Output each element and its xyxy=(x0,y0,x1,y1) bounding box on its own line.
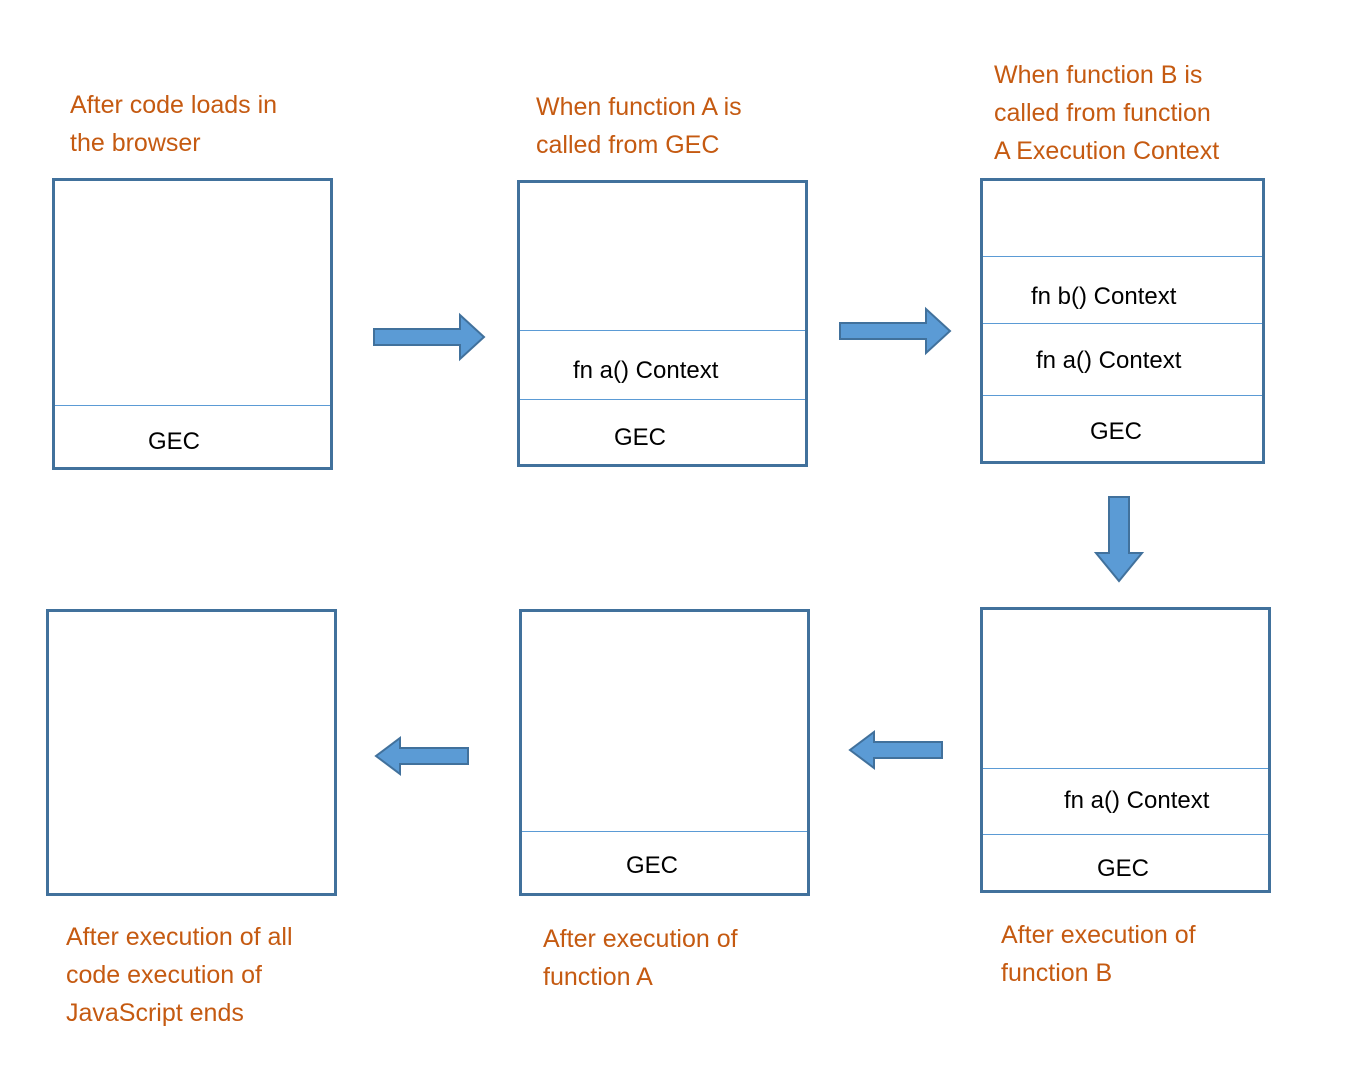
stage-6-stack xyxy=(46,609,337,896)
stage-4-stack: fn a() Context GEC xyxy=(980,607,1271,893)
caption-line: When function A is xyxy=(536,93,742,121)
frame-divider xyxy=(983,834,1268,835)
stage-5-caption: After execution of function A xyxy=(543,920,738,996)
frame-divider xyxy=(520,399,805,400)
frame-divider xyxy=(983,256,1262,257)
stage-5-stack: GEC xyxy=(519,609,810,896)
stage-1-caption: After code loads in the browser xyxy=(70,86,277,162)
arrow-right-icon xyxy=(839,306,952,356)
stage-3-caption: When function B is called from function … xyxy=(994,56,1219,170)
caption-line: called from GEC xyxy=(536,131,720,159)
arrow-down-icon xyxy=(1093,496,1145,583)
stage-6-caption: After execution of all code execution of… xyxy=(66,918,293,1032)
arrow-left-icon xyxy=(848,730,943,770)
caption-line: the browser xyxy=(70,129,201,157)
frame-gec: GEC xyxy=(148,428,201,455)
stage-2-stack: fn a() Context GEC xyxy=(517,180,808,467)
caption-line: After execution of xyxy=(543,925,738,953)
caption-line: JavaScript ends xyxy=(66,999,244,1027)
frame-fn-b-context: fn b() Context xyxy=(1031,283,1177,310)
caption-line: After execution of xyxy=(1001,921,1196,949)
stage-3-stack: fn b() Context fn a() Context GEC xyxy=(980,178,1265,464)
caption-line: A Execution Context xyxy=(994,137,1220,165)
frame-gec: GEC xyxy=(1090,418,1143,445)
caption-line: function A xyxy=(543,963,653,991)
frame-fn-a-context: fn a() Context xyxy=(1036,347,1182,374)
stage-1-stack: GEC xyxy=(52,178,333,470)
frame-divider xyxy=(55,405,330,406)
caption-line: When function B is xyxy=(994,61,1203,89)
frame-divider xyxy=(983,395,1262,396)
stage-2-caption: When function A is called from GEC xyxy=(536,88,742,164)
frame-fn-a-context: fn a() Context xyxy=(573,357,719,384)
stage-4-caption: After execution of function B xyxy=(1001,916,1196,992)
frame-gec: GEC xyxy=(626,852,679,879)
frame-divider xyxy=(522,831,807,832)
caption-line: After execution of all xyxy=(66,923,293,951)
frame-divider xyxy=(520,330,805,331)
arrow-right-icon xyxy=(373,312,486,362)
caption-line: function B xyxy=(1001,959,1113,987)
frame-fn-a-context: fn a() Context xyxy=(1064,787,1210,814)
frame-divider xyxy=(983,768,1268,769)
frame-gec: GEC xyxy=(614,424,667,451)
arrow-left-icon xyxy=(374,736,469,776)
frame-divider xyxy=(983,323,1262,324)
caption-line: code execution of xyxy=(66,961,262,989)
frame-gec: GEC xyxy=(1097,855,1150,882)
caption-line: After code loads in xyxy=(70,91,278,119)
caption-line: called from function xyxy=(994,99,1211,127)
